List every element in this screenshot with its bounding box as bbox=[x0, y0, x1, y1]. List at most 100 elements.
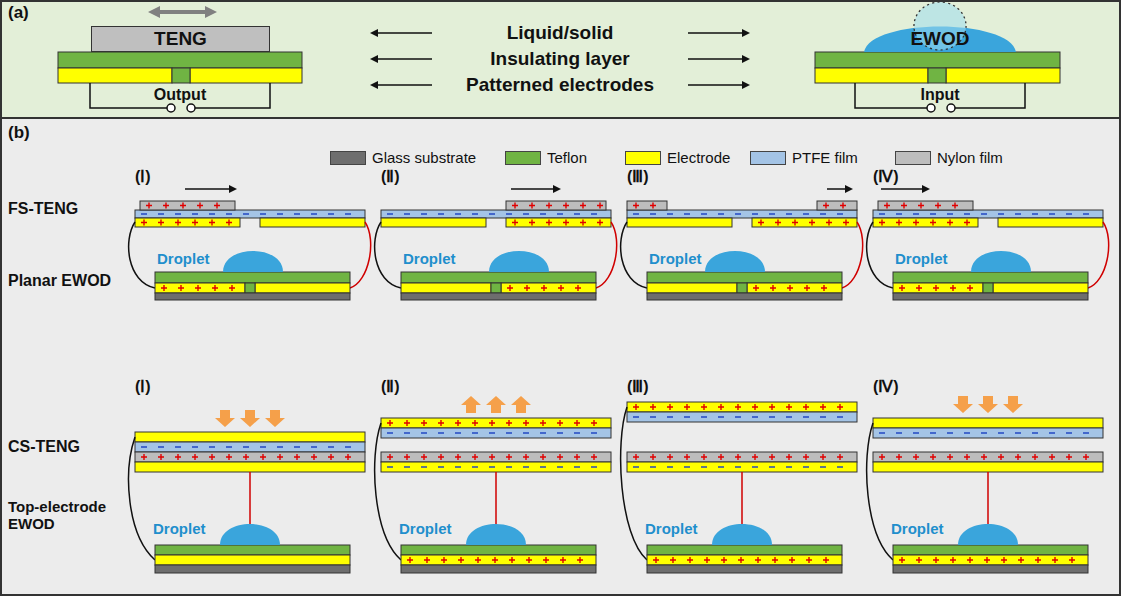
charge-plus bbox=[529, 203, 535, 209]
charge-plus bbox=[981, 454, 987, 460]
charge-minus bbox=[820, 466, 826, 467]
charge-plus bbox=[472, 420, 478, 426]
charge-plus bbox=[226, 220, 232, 226]
charge-plus bbox=[718, 404, 724, 410]
charge-minus bbox=[769, 213, 775, 214]
charge-plus bbox=[913, 454, 919, 460]
wire bbox=[375, 222, 401, 288]
nylon-film bbox=[135, 452, 365, 462]
charge-minus bbox=[981, 213, 987, 214]
stage-label: (Ⅲ) bbox=[627, 378, 649, 396]
charge-minus bbox=[277, 446, 283, 447]
charge-plus bbox=[701, 404, 707, 410]
charge-plus bbox=[803, 404, 809, 410]
charge-plus bbox=[947, 454, 953, 460]
charge-plus bbox=[543, 557, 549, 563]
charge-plus bbox=[789, 557, 795, 563]
charge-plus bbox=[475, 557, 481, 563]
droplet-shape bbox=[864, 27, 1016, 53]
part-label: Liquid/solid bbox=[507, 22, 614, 44]
panel-b bbox=[1, 118, 1120, 595]
electrode bbox=[155, 283, 245, 293]
charge-minus bbox=[786, 213, 792, 214]
charge-plus bbox=[523, 454, 529, 460]
legend-item: Glass substrate bbox=[330, 149, 476, 166]
charge-plus bbox=[260, 454, 266, 460]
charge-plus bbox=[458, 557, 464, 563]
charge-minus bbox=[896, 213, 902, 214]
port-label: Input bbox=[920, 86, 959, 104]
charge-minus bbox=[192, 213, 198, 214]
charge-plus bbox=[591, 454, 597, 460]
charge-minus bbox=[803, 213, 809, 214]
charge-plus bbox=[837, 454, 843, 460]
electrode bbox=[155, 555, 350, 565]
charge-minus bbox=[243, 213, 249, 214]
stage-label: (Ⅰ) bbox=[135, 378, 151, 396]
charge-minus bbox=[837, 213, 843, 214]
charge-plus bbox=[670, 557, 676, 563]
teflon bbox=[401, 545, 596, 555]
charge-plus bbox=[755, 557, 761, 563]
pointer-arrow bbox=[688, 84, 748, 86]
row-label: Top-electrode EWOD bbox=[8, 498, 120, 533]
electrode bbox=[58, 68, 172, 83]
charge-minus bbox=[192, 446, 198, 447]
charge-plus bbox=[597, 220, 603, 226]
electrode bbox=[381, 218, 486, 227]
wire bbox=[1088, 222, 1109, 288]
charge-plus bbox=[455, 420, 461, 426]
charge-minus bbox=[964, 432, 970, 433]
wire bbox=[867, 222, 893, 288]
charge-minus bbox=[260, 446, 266, 447]
electrode bbox=[747, 283, 842, 293]
charge-minus bbox=[345, 213, 351, 214]
stage-label: (Ⅳ) bbox=[873, 378, 899, 396]
charge-minus bbox=[1083, 432, 1089, 433]
charge-plus bbox=[809, 220, 815, 226]
charge-minus bbox=[947, 432, 953, 433]
charge-plus bbox=[930, 454, 936, 460]
charge-plus bbox=[178, 285, 184, 291]
charge-minus bbox=[1032, 213, 1038, 214]
charge-plus bbox=[229, 285, 235, 291]
charge-plus bbox=[175, 454, 181, 460]
charge-minus bbox=[718, 213, 724, 214]
charge-minus bbox=[930, 213, 936, 214]
charge-minus bbox=[633, 466, 639, 467]
bottom-electrode bbox=[381, 462, 611, 472]
charge-plus bbox=[752, 404, 758, 410]
terminal bbox=[187, 104, 195, 112]
charge-plus bbox=[195, 285, 201, 291]
needle-electrode bbox=[495, 472, 497, 526]
charge-minus bbox=[141, 446, 147, 447]
charge-minus bbox=[260, 213, 266, 214]
charge-minus bbox=[277, 213, 283, 214]
charge-plus bbox=[192, 454, 198, 460]
electrode bbox=[998, 218, 1103, 227]
charge-plus bbox=[650, 454, 656, 460]
charge-plus bbox=[175, 220, 181, 226]
charge-plus bbox=[820, 454, 826, 460]
teflon bbox=[155, 272, 350, 283]
insulating-gap bbox=[172, 68, 190, 83]
charge-minus bbox=[837, 466, 843, 467]
insulating-layer bbox=[815, 52, 1060, 68]
port-label: Output bbox=[154, 86, 206, 104]
glass-substrate bbox=[647, 565, 842, 573]
charge-minus bbox=[591, 432, 597, 433]
top-electrode bbox=[873, 418, 1103, 428]
charge-minus bbox=[701, 213, 707, 214]
nylon-film bbox=[627, 452, 857, 462]
charge-plus bbox=[1069, 557, 1075, 563]
charge-plus bbox=[770, 285, 776, 291]
charge-plus bbox=[843, 220, 849, 226]
charge-plus bbox=[735, 454, 741, 460]
droplet-label: Droplet bbox=[153, 520, 206, 537]
charge-minus bbox=[752, 416, 758, 417]
legend-swatch bbox=[750, 151, 786, 165]
charge-plus bbox=[964, 454, 970, 460]
charge-plus bbox=[633, 404, 639, 410]
charge-plus bbox=[913, 220, 919, 226]
